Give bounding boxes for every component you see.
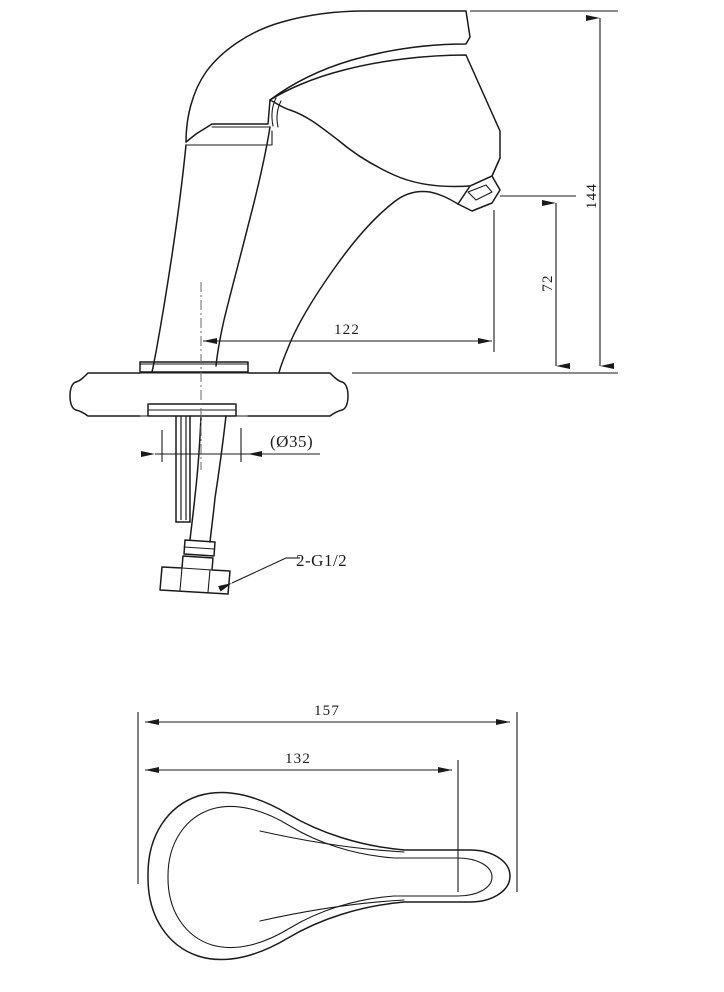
supply-tube xyxy=(189,415,227,543)
dimension-132: 132 xyxy=(145,751,459,892)
mounting-washer xyxy=(147,403,237,417)
dimension-122: 122 xyxy=(203,210,495,352)
dimension-144: 144 xyxy=(352,10,618,374)
callout-mounting-hole: (Ø35) xyxy=(141,428,320,462)
lever-handle xyxy=(185,10,471,146)
supply-hex-nut xyxy=(159,555,231,595)
callout-supply-thread-label: 2-G1/2 xyxy=(296,551,347,570)
escutcheon-base xyxy=(139,361,249,373)
dimension-72: 72 xyxy=(500,195,576,369)
spout-curve xyxy=(278,190,459,374)
threaded-shank xyxy=(175,415,191,523)
plan-body-inner xyxy=(167,805,493,949)
callout-supply-thread: 2-G1/2 xyxy=(218,551,347,592)
plan-body-outline xyxy=(147,791,511,961)
plan-lever-seams xyxy=(259,830,405,922)
side-elevation-view: 144 72 122 (Ø35) 2-G1/2 xyxy=(69,10,618,595)
top-plan-view: 157 132 xyxy=(137,703,518,961)
dimension-144-label: 144 xyxy=(584,183,600,209)
handle-hub xyxy=(271,97,282,128)
dimension-122-label: 122 xyxy=(334,322,360,338)
dimension-157: 157 xyxy=(137,703,518,892)
spout-aerator xyxy=(457,157,501,212)
callout-mounting-hole-label: (Ø35) xyxy=(270,432,313,451)
faucet-body-upper xyxy=(269,54,501,188)
dimension-157-label: 157 xyxy=(314,703,340,719)
connector-collar xyxy=(183,539,216,557)
dimension-132-label: 132 xyxy=(285,751,311,767)
dimension-72-label: 72 xyxy=(540,274,556,291)
